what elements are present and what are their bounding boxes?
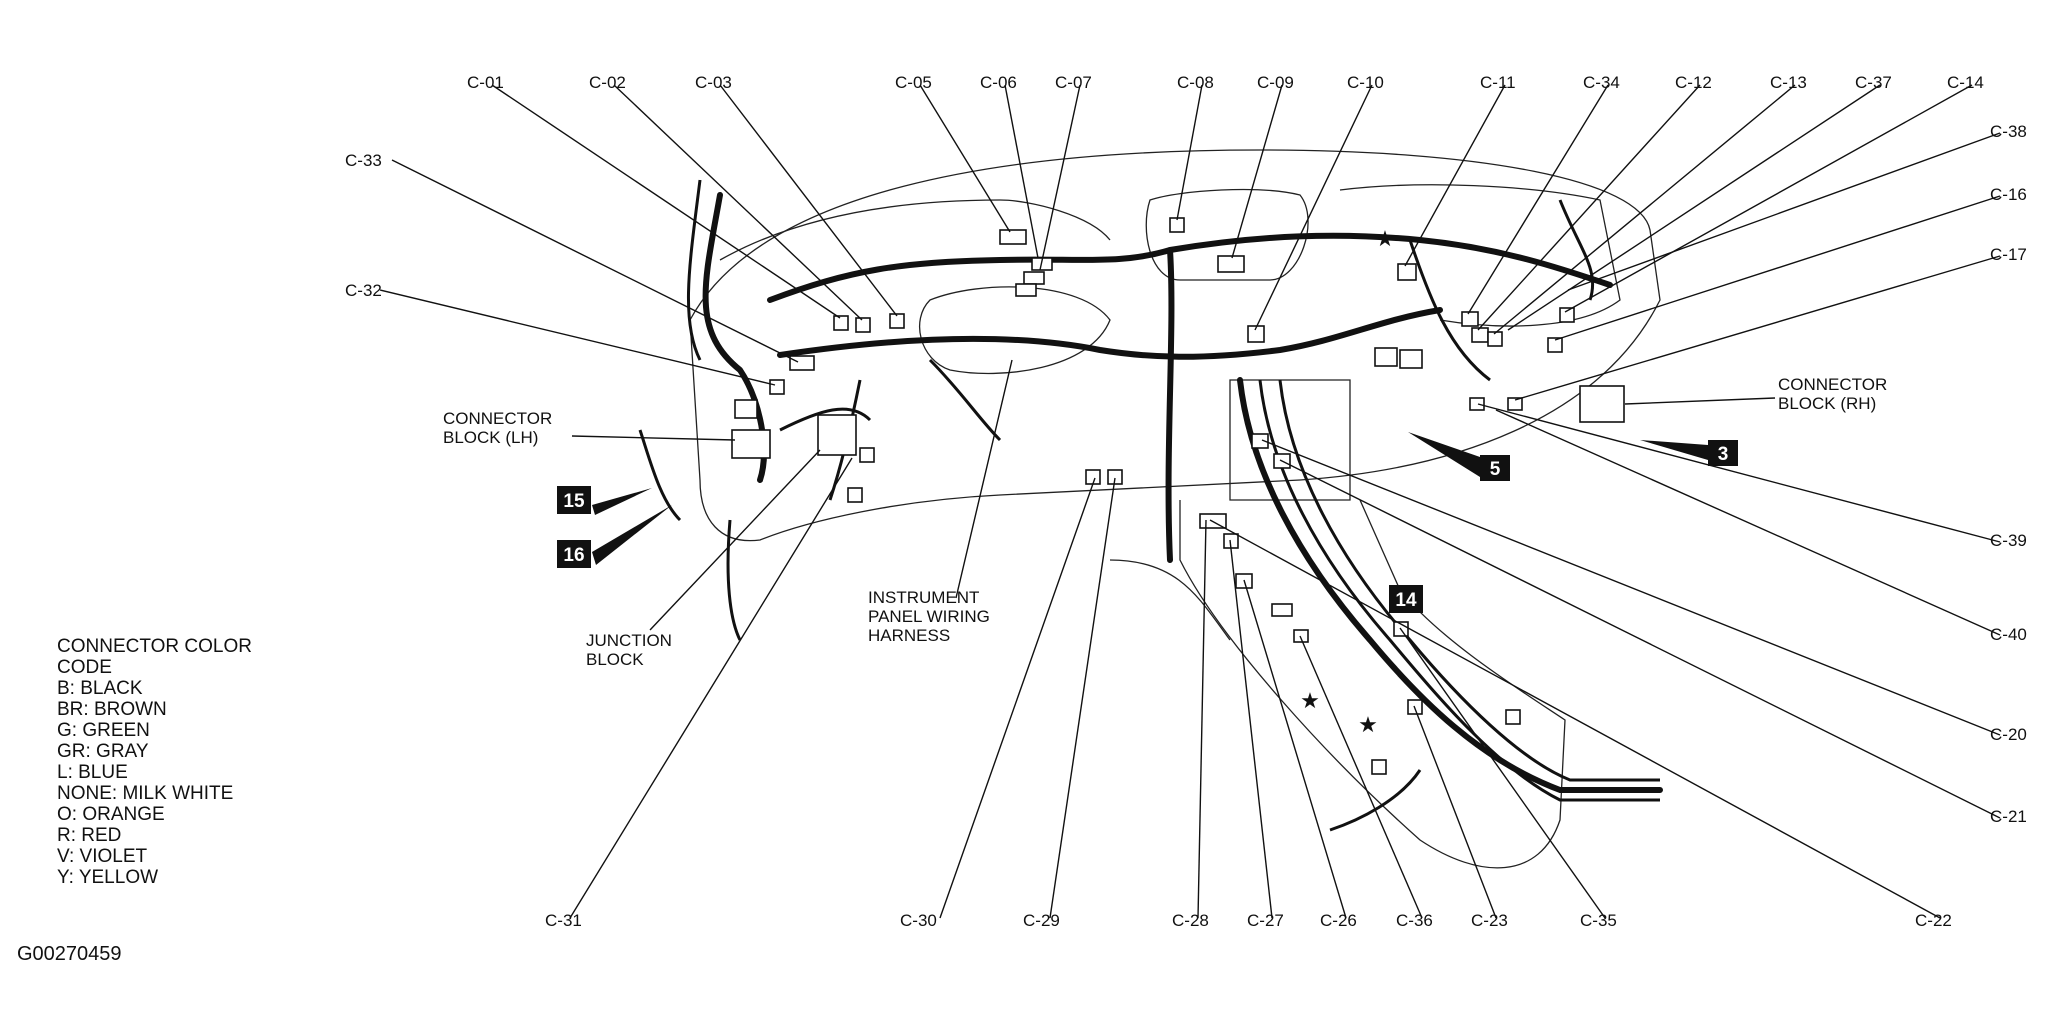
- legend-item: R: RED: [57, 825, 121, 846]
- svg-text:16: 16: [563, 545, 584, 566]
- legend-item: GR: GRAY: [57, 741, 149, 762]
- instrument-panel-harness-label-3: HARNESS: [868, 626, 950, 645]
- label-c-13: C-13: [1770, 73, 1807, 92]
- legend-item: O: ORANGE: [57, 804, 165, 825]
- label-c-28: C-28: [1172, 911, 1209, 930]
- label-c-01: C-01: [467, 73, 504, 92]
- label-c-12: C-12: [1675, 73, 1712, 92]
- label-c-23: C-23: [1471, 911, 1508, 930]
- label-c-38: C-38: [1990, 122, 2027, 141]
- label-c-39: C-39: [1990, 531, 2027, 550]
- legend-item: B: BLACK: [57, 678, 143, 699]
- connector-block-rh-label-2: BLOCK (RH): [1778, 394, 1876, 413]
- legend-item: V: VIOLET: [57, 846, 147, 867]
- legend-item: G: GREEN: [57, 720, 150, 741]
- svg-text:5: 5: [1490, 459, 1501, 480]
- label-c-11: C-11: [1480, 73, 1516, 92]
- label-c-34: C-34: [1583, 73, 1620, 92]
- label-c-36: C-36: [1396, 911, 1433, 930]
- figure-id: G00270459: [17, 943, 122, 965]
- label-c-30: C-30: [900, 911, 937, 930]
- label-c-27: C-27: [1247, 911, 1284, 930]
- label-c-31: C-31: [545, 911, 582, 930]
- svg-text:★: ★: [1300, 688, 1320, 713]
- ground-badge-5: [1480, 455, 1510, 481]
- ground-badge-3: [1708, 440, 1738, 466]
- legend-title-1: CONNECTOR COLOR: [57, 636, 252, 657]
- wiring-harness: [638, 179, 1663, 832]
- svg-text:14: 14: [1395, 590, 1417, 611]
- ground-badge-16: [557, 540, 591, 568]
- label-c-21: C-21: [1990, 807, 2027, 826]
- svg-text:3: 3: [1718, 444, 1729, 465]
- connector-block-lh-label-1: CONNECTOR: [443, 409, 552, 428]
- label-c-09: C-09: [1257, 73, 1294, 92]
- connectors: [731, 217, 1625, 775]
- junction-block-label-2: BLOCK: [586, 650, 644, 669]
- label-c-22: C-22: [1915, 911, 1952, 930]
- label-c-32: C-32: [345, 281, 382, 300]
- label-c-33: C-33: [345, 151, 382, 170]
- dashboard-outline: [689, 149, 1661, 869]
- legend-item: BR: BROWN: [57, 699, 167, 720]
- label-c-40: C-40: [1990, 625, 2027, 644]
- label-c-17: C-17: [1990, 245, 2027, 264]
- color-code-legend: CONNECTOR COLOR CODE B: BLACK BR: BROWN …: [57, 636, 252, 888]
- label-c-14: C-14: [1947, 73, 1984, 92]
- label-c-05: C-05: [895, 73, 932, 92]
- legend-title-2: CODE: [57, 657, 112, 678]
- label-c-37: C-37: [1855, 73, 1892, 92]
- label-c-03: C-03: [695, 73, 732, 92]
- label-c-08: C-08: [1177, 73, 1214, 92]
- label-c-02: C-02: [589, 73, 626, 92]
- label-c-10: C-10: [1347, 73, 1384, 92]
- label-c-20: C-20: [1990, 725, 2027, 744]
- connector-labels: C-01 C-02 C-03 C-05 C-06 C-07 C-08 C-09 …: [345, 73, 2027, 930]
- instrument-panel-harness-label-1: INSTRUMENT: [868, 588, 979, 607]
- block-labels: CONNECTOR BLOCK (LH) CONNECTOR BLOCK (RH…: [443, 375, 1887, 669]
- ground-badge-15: [557, 486, 591, 514]
- label-c-26: C-26: [1320, 911, 1357, 930]
- svg-text:★: ★: [1358, 712, 1378, 737]
- label-c-07: C-07: [1055, 73, 1092, 92]
- junction-block-label-1: JUNCTION: [586, 631, 672, 650]
- ground-badge-14: [1389, 585, 1423, 613]
- label-c-16: C-16: [1990, 185, 2027, 204]
- svg-text:★: ★: [1375, 226, 1395, 251]
- legend-item: Y: YELLOW: [57, 867, 158, 888]
- connector-block-rh-label-1: CONNECTOR: [1778, 375, 1887, 394]
- svg-text:15: 15: [563, 491, 585, 512]
- instrument-panel-harness-label-2: PANEL WIRING: [868, 607, 990, 626]
- connector-block-lh-label-2: BLOCK (LH): [443, 428, 538, 447]
- legend-item: NONE: MILK WHITE: [57, 783, 233, 804]
- star-markers: ★ ★ ★: [1300, 226, 1395, 737]
- label-c-35: C-35: [1580, 911, 1617, 930]
- ground-badges: 15 16 5 3 14: [557, 432, 1738, 613]
- leader-lines: [379, 84, 2001, 919]
- legend-item: L: BLUE: [57, 762, 128, 783]
- label-c-06: C-06: [980, 73, 1017, 92]
- label-c-29: C-29: [1023, 911, 1060, 930]
